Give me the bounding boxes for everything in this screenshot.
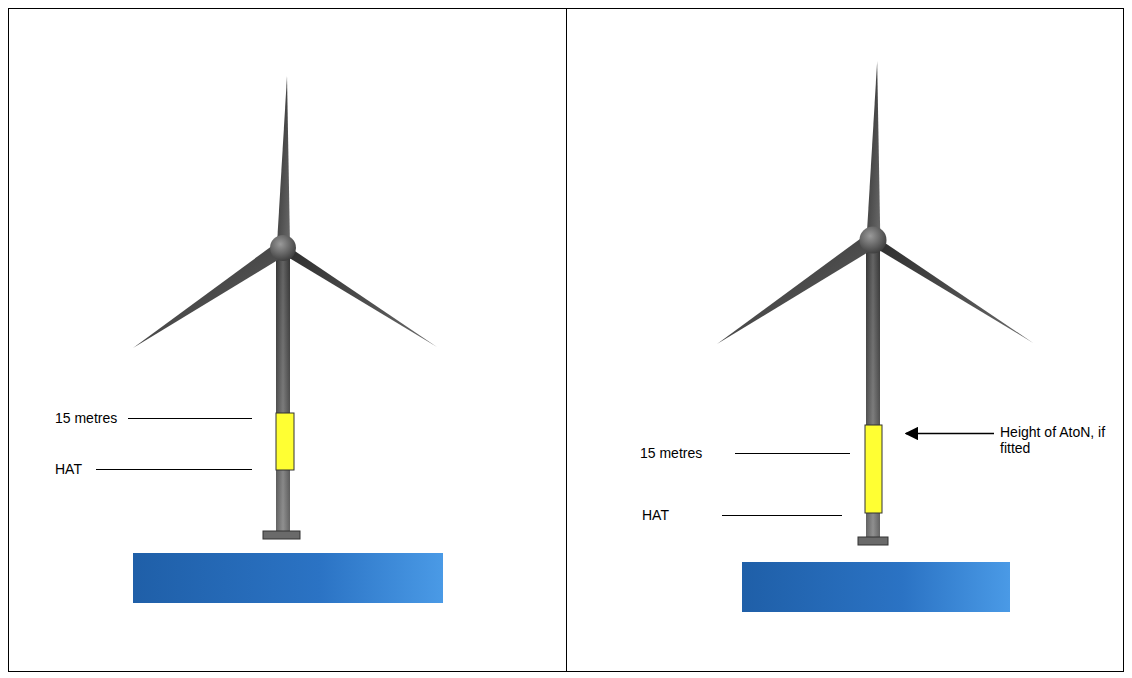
leader-line — [128, 418, 252, 419]
platform — [858, 537, 888, 545]
panel-divider — [566, 8, 567, 672]
yellow-band — [865, 425, 882, 513]
height-label: HAT — [55, 461, 82, 477]
leader-line — [722, 515, 842, 516]
yellow-band — [276, 413, 294, 470]
height-label: 15 metres — [55, 410, 117, 426]
platform — [263, 531, 300, 539]
height-label: 15 metres — [640, 445, 702, 461]
sea — [742, 562, 1010, 612]
height-label: HAT — [642, 507, 669, 523]
pointer-arrow — [906, 433, 994, 435]
sea — [133, 553, 443, 603]
wind-turbine — [717, 61, 1033, 612]
wind-turbine — [96, 76, 443, 603]
callout-label: Height of AtoN, if fitted — [1000, 424, 1108, 456]
leader-line — [735, 453, 850, 454]
leader-line — [96, 469, 252, 470]
panel-frame — [9, 9, 1124, 672]
